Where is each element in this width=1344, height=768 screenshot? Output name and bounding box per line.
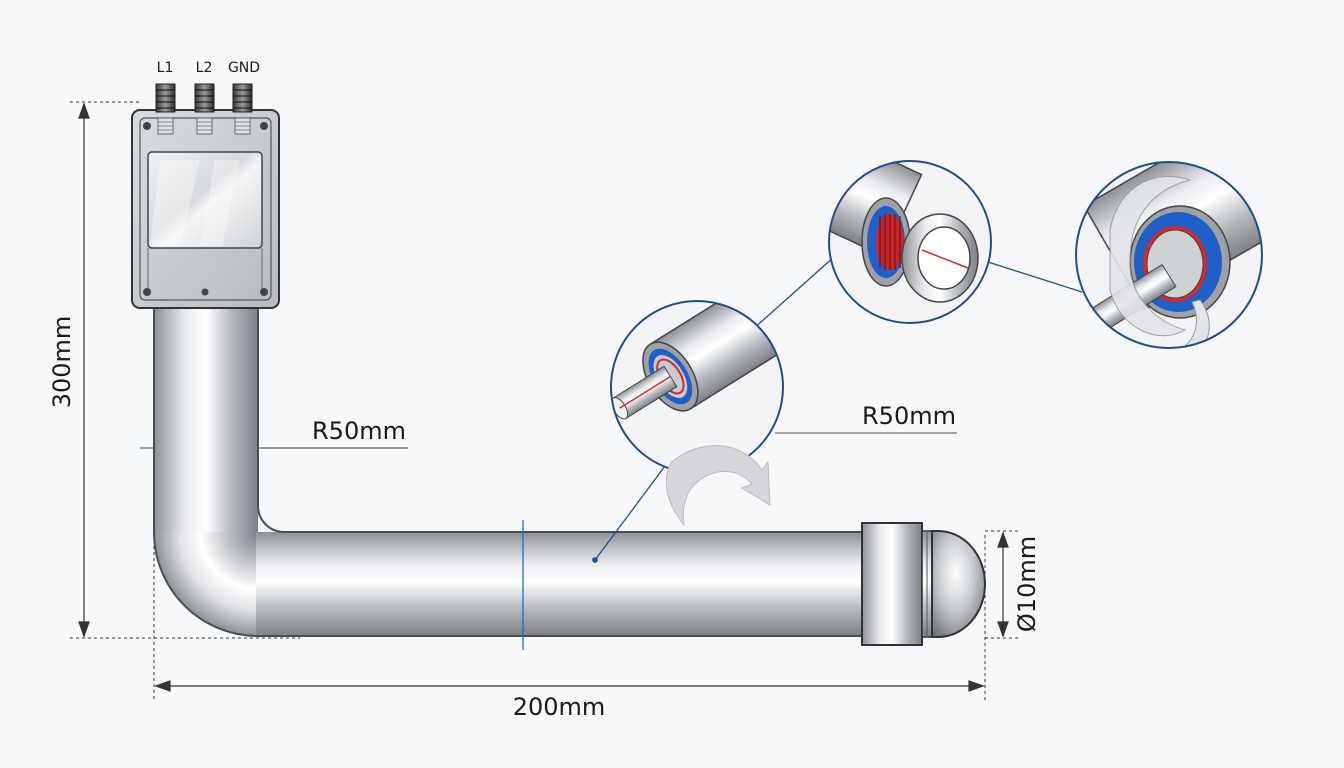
terminal-label-l2: L2 (196, 60, 213, 76)
terminal-studs (155, 83, 253, 135)
leader-lines (592, 255, 1083, 563)
bend-radius-label-left: R50mm (312, 417, 406, 445)
section-arrow (665, 445, 771, 527)
heater-tube (153, 306, 866, 650)
detail-cut-section (610, 300, 784, 474)
junction-box (131, 109, 280, 309)
terminal-gnd (232, 83, 253, 135)
detail-coil-and-ring (828, 160, 992, 324)
end-cap (861, 522, 986, 646)
bend-radius-label-right: R50mm (862, 402, 956, 430)
terminal-label-gnd: GND (228, 60, 260, 76)
length-dimension-label: 200mm (513, 693, 606, 721)
height-dimension-label: 300mm (48, 316, 76, 409)
detail-end-seal (1075, 161, 1263, 349)
dimension-lines (70, 101, 1020, 700)
terminal-label-l1: L1 (157, 60, 174, 76)
diameter-dimension-label: Ø10mm (1013, 536, 1041, 632)
terminal-l2 (194, 83, 215, 135)
terminal-l1 (155, 83, 176, 135)
